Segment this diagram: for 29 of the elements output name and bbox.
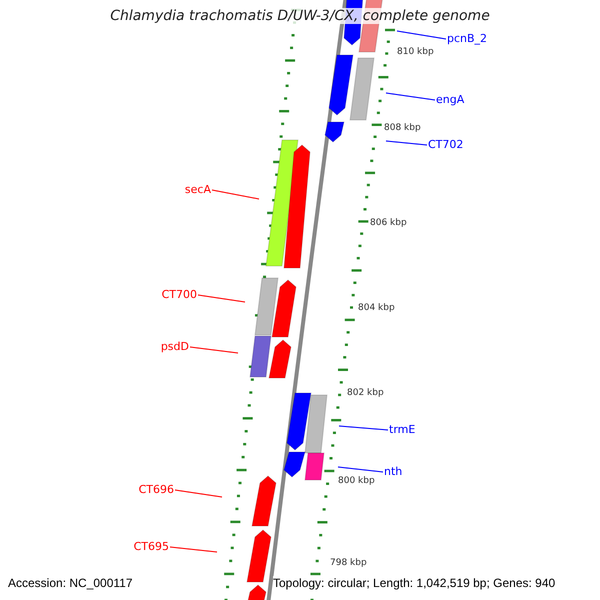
scale-label: 798 kbp xyxy=(330,558,367,568)
gene-label: trmE xyxy=(389,424,416,436)
leader-line xyxy=(190,346,238,354)
leader-line xyxy=(174,490,222,498)
scale-label: 802 kbp xyxy=(347,388,384,398)
gene-label: pcnB_2 xyxy=(447,33,488,45)
leader-line xyxy=(170,546,218,552)
gene-label: CT695 xyxy=(134,541,169,553)
accession-text: Accession: NC_000117 xyxy=(8,576,133,590)
gene-label: CT696 xyxy=(138,484,174,496)
scale-label: 800 kbp xyxy=(338,476,375,486)
leader-line xyxy=(198,294,246,302)
leader-line xyxy=(396,30,446,40)
scale-label: 804 kbp xyxy=(358,303,395,313)
gene-label: CT702 xyxy=(428,139,464,151)
leader-line xyxy=(338,466,384,472)
scale-label: 810 kbp xyxy=(397,47,434,57)
leader-line xyxy=(386,140,428,146)
gene-label: secA xyxy=(184,184,211,196)
leader-line xyxy=(386,92,436,100)
gene-label: psdD xyxy=(160,341,189,353)
gene-label: engA xyxy=(436,94,464,106)
scale-label: 806 kbp xyxy=(370,218,407,228)
leader-line xyxy=(338,426,388,430)
leader-line xyxy=(212,190,260,200)
gene-label: nth xyxy=(384,466,402,478)
scale-label: 808 kbp xyxy=(384,123,421,133)
genome-summary: Topology: circular; Length: 1,042,519 bp; Genes: 940 xyxy=(273,576,556,590)
gene-label: CT700 xyxy=(162,289,197,301)
